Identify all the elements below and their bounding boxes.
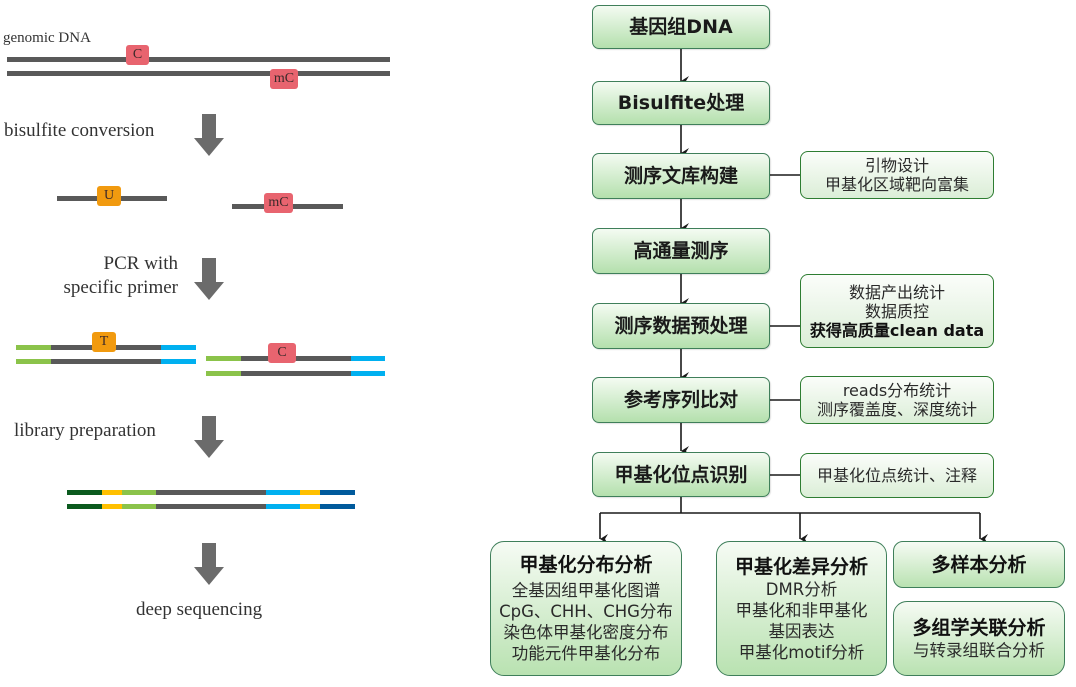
adapter-segment — [320, 504, 355, 509]
label-pcr: PCR with specific primer — [46, 252, 178, 300]
insert-segment — [241, 371, 351, 376]
step-high-throughput-sequencing: 高通量测序 — [592, 228, 770, 274]
index-segment — [102, 490, 122, 495]
step-label: 甲基化位点识别 — [614, 463, 748, 486]
step-methylation-site-calling: 甲基化位点识别 — [592, 452, 770, 497]
adapter-segment — [320, 490, 355, 495]
primer-right-segment — [351, 371, 385, 376]
primer-right-segment — [351, 356, 385, 361]
insert-segment — [241, 356, 351, 361]
note-line: reads分布统计 — [842, 381, 952, 400]
primer-right-segment — [266, 490, 300, 495]
primer-left-segment — [206, 371, 241, 376]
analysis-line: CpG、CHH、CHG分布 — [499, 602, 673, 621]
step-label: 基因组DNA — [629, 16, 733, 38]
primer-left-segment — [206, 356, 241, 361]
primer-left-segment — [16, 359, 51, 364]
step-label: Bisulfite处理 — [617, 92, 745, 114]
insert-segment — [156, 504, 266, 509]
dna-strand-top — [7, 57, 390, 62]
adapter-segment — [67, 504, 102, 509]
index-segment — [300, 490, 320, 495]
note-library-construction: 引物设计 甲基化区域靶向富集 — [800, 151, 994, 199]
analysis-differential-methylation: 甲基化差异分析 DMR分析 甲基化和非甲基化 基因表达 甲基化motif分析 — [716, 541, 887, 676]
label-pcr-line1: PCR with — [103, 253, 178, 274]
note-line: 数据质控 — [864, 301, 929, 321]
primer-right-segment — [266, 504, 300, 509]
step-genomic-dna: 基因组DNA — [592, 5, 770, 49]
label-library-preparation: library preparation — [14, 420, 156, 441]
base-mc-protected: mC — [264, 193, 293, 213]
step-library-construction: 测序文库构建 — [592, 153, 770, 199]
note-data-preprocessing: 数据产出统计 数据质控 获得高质量clean data — [800, 274, 994, 348]
primer-left-segment — [122, 490, 156, 495]
note-line: 测序覆盖度、深度统计 — [816, 400, 977, 419]
step-label: 参考序列比对 — [623, 389, 738, 411]
step-label: 高通量测序 — [633, 240, 729, 262]
insert-segment — [156, 490, 266, 495]
step-data-preprocessing: 测序数据预处理 — [592, 303, 770, 349]
adapter-segment — [67, 490, 102, 495]
index-segment — [300, 504, 320, 509]
analysis-line: 全基因组甲基化图谱 — [511, 581, 661, 600]
analysis-multi-sample: 多样本分析 — [893, 541, 1065, 588]
primer-left-segment — [122, 504, 156, 509]
analysis-line: 与转录组联合分析 — [913, 641, 1045, 660]
note-line: 甲基化位点统计、注释 — [816, 466, 977, 485]
label-deep-sequencing: deep sequencing — [136, 599, 263, 620]
analysis-line: 基因表达 — [768, 621, 835, 641]
analysis-multi-omics: 多组学关联分析 与转录组联合分析 — [893, 601, 1065, 676]
analysis-title: 甲基化差异分析 — [734, 555, 868, 578]
analysis-methylation-distribution: 甲基化分布分析 全基因组甲基化图谱 CpG、CHH、CHG分布 染色体甲基化密度… — [490, 541, 682, 676]
down-arrow-icon — [194, 258, 224, 302]
note-line: 引物设计 — [864, 156, 929, 175]
down-arrow-icon — [194, 114, 224, 158]
note-reference-alignment: reads分布统计 测序覆盖度、深度统计 — [800, 376, 994, 424]
note-line: 数据产出统计 — [848, 282, 945, 302]
note-line-bold: 获得高质量clean data — [809, 320, 985, 340]
step-bisulfite: Bisulfite处理 — [592, 81, 770, 125]
label-bisulfite-conversion: bisulfite conversion — [4, 120, 155, 141]
analysis-title: 甲基化分布分析 — [519, 554, 653, 576]
analysis-title: 多样本分析 — [931, 553, 1027, 576]
insert-segment — [51, 359, 161, 364]
base-t: T — [92, 332, 116, 352]
primer-right-segment — [161, 359, 196, 364]
down-arrow-icon — [194, 416, 224, 460]
base-c: C — [268, 343, 296, 363]
base-c-unmethylated: C — [126, 45, 149, 65]
primer-right-segment — [161, 345, 196, 350]
primer-left-segment — [16, 345, 51, 350]
analysis-line: DMR分析 — [765, 579, 838, 599]
analysis-line: 甲基化motif分析 — [738, 642, 865, 662]
analysis-line: 甲基化和非甲基化 — [735, 600, 868, 620]
dna-strand-bottom — [7, 71, 390, 76]
down-arrow-icon — [194, 543, 224, 587]
step-label: 测序数据预处理 — [614, 315, 748, 337]
analysis-line: 染色体甲基化密度分布 — [503, 623, 669, 642]
base-mc-methylated: mC — [270, 69, 298, 89]
note-methylation-site-calling: 甲基化位点统计、注释 — [800, 453, 994, 498]
analysis-title: 多组学关联分析 — [912, 617, 1046, 639]
index-segment — [102, 504, 122, 509]
label-pcr-line2: specific primer — [63, 277, 178, 298]
step-reference-alignment: 参考序列比对 — [592, 377, 770, 423]
analysis-line: 功能元件甲基化分布 — [511, 644, 661, 663]
base-u-converted: U — [97, 186, 121, 206]
note-line: 甲基化区域靶向富集 — [824, 175, 969, 194]
label-genomic-dna: genomic DNA — [3, 30, 91, 46]
step-label: 测序文库构建 — [623, 165, 738, 187]
